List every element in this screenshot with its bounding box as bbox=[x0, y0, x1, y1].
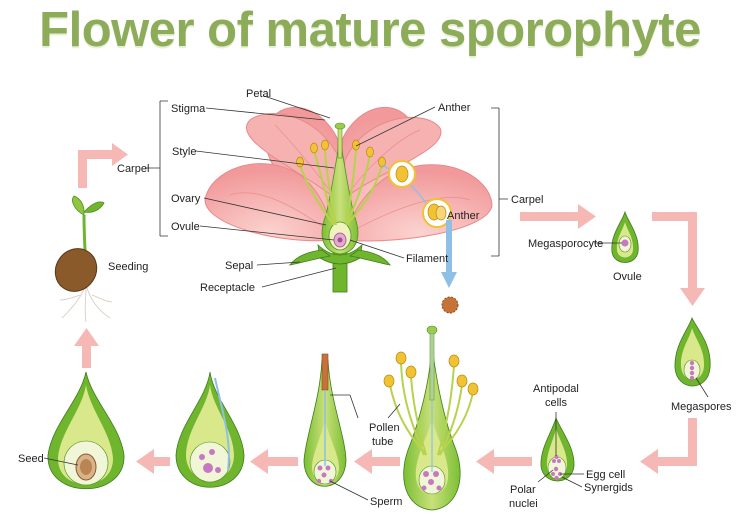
sepal-right bbox=[349, 249, 391, 266]
label-polar-2: nuclei bbox=[509, 498, 538, 510]
label-egg-cell: Egg cell bbox=[586, 469, 625, 481]
label-antipodal-1: Antipodal bbox=[533, 383, 579, 395]
label-polar-1: Polar bbox=[510, 484, 536, 496]
label-antipodal-2: cells bbox=[545, 397, 568, 409]
label-petal: Petal bbox=[246, 88, 271, 100]
label-ovary: Ovary bbox=[171, 193, 201, 205]
label-megaspores: Megaspores bbox=[671, 401, 732, 413]
seed-ovule: Seed bbox=[18, 371, 125, 490]
style bbox=[337, 127, 343, 159]
pollen-tube-ovule: Pollen tube Sperm bbox=[303, 353, 402, 508]
label-receptacle: Receptacle bbox=[200, 282, 255, 294]
sepal-left bbox=[289, 249, 331, 266]
label-stigma: Stigma bbox=[171, 103, 206, 115]
cycle-arrows bbox=[74, 143, 705, 474]
embryo-sac-ovule: Antipodal cells Egg cell Synergids Polar… bbox=[509, 383, 633, 510]
petal-left bbox=[204, 163, 336, 242]
stigma bbox=[334, 122, 346, 130]
seed-body bbox=[54, 248, 98, 292]
label-sepal: Sepal bbox=[225, 260, 253, 272]
label-ovule-left: Ovule bbox=[171, 221, 200, 233]
label-carpel-left: Carpel bbox=[117, 163, 149, 175]
label-pollen-2: tube bbox=[372, 436, 393, 448]
ovary bbox=[321, 139, 359, 255]
pollinated-flower bbox=[383, 325, 479, 511]
label-anther-top: Anther bbox=[438, 102, 471, 114]
seedling: Seeding bbox=[54, 195, 148, 323]
megaspores-ovule: Megaspores bbox=[671, 316, 732, 413]
flower-leaders bbox=[145, 95, 508, 288]
label-filament: Filament bbox=[406, 253, 448, 265]
label-seeding: Seeding bbox=[108, 261, 148, 273]
petal-top-right bbox=[341, 116, 442, 202]
label-carpel-right: Carpel bbox=[511, 194, 543, 206]
label-seed: Seed bbox=[18, 453, 44, 465]
page-title: Flower of mature sporophyte bbox=[38, 2, 702, 58]
label-synergids: Synergids bbox=[584, 482, 633, 494]
fertilized-ovule bbox=[175, 371, 245, 488]
label-style: Style bbox=[172, 146, 196, 158]
pollen-grain bbox=[441, 296, 459, 314]
label-megasporocyte: Megasporocyte bbox=[528, 238, 603, 250]
anther-zoom bbox=[381, 160, 459, 314]
ovule-right: Megasporocyte Ovule bbox=[528, 210, 642, 283]
label-sperm: Sperm bbox=[370, 496, 402, 508]
petal-top-left bbox=[246, 113, 341, 201]
petal-right bbox=[344, 164, 493, 242]
label-anther-pollen: Anther bbox=[447, 210, 480, 222]
main-flower bbox=[204, 106, 493, 293]
label-ovule-right: Ovule bbox=[613, 271, 642, 283]
flower-labels: Stigma Petal Anther Style Carpel Ovary O… bbox=[117, 88, 543, 294]
label-pollen-1: Pollen bbox=[369, 422, 400, 434]
